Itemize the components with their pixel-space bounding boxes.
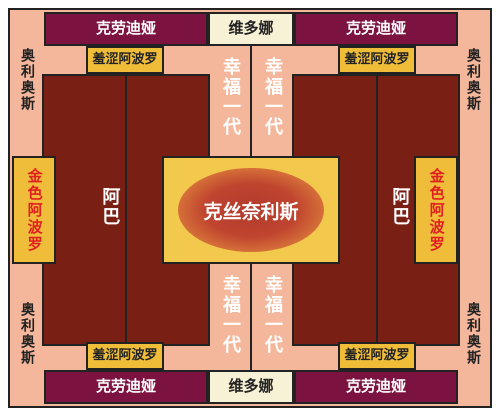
chaise-label: 羞涩阿波罗 [92, 51, 158, 67]
gold-apollo-right: 金色阿波罗 [414, 156, 458, 264]
path-line-center-bottom [250, 264, 252, 370]
claudia-label: 克劳迪娅 [345, 19, 406, 38]
vittoria-bottom: 维多娜 [208, 370, 294, 404]
generation-bottom-right: 幸福一代 [262, 275, 283, 355]
chaise-bottom-right: 羞涩阿波罗 [338, 342, 416, 370]
generation-top-right: 幸福一代 [262, 57, 283, 137]
claudia-bottom-right: 克劳迪娅 [294, 370, 458, 404]
claudia-label: 克劳迪娅 [95, 377, 156, 396]
chaise-label: 羞涩阿波罗 [92, 347, 158, 363]
chaise-bottom-left: 羞涩阿波罗 [86, 342, 164, 370]
generation-top-left: 幸福一代 [220, 57, 241, 137]
chaise-top-left: 羞涩阿波罗 [86, 46, 164, 74]
olis-bottom-right: 奥利奥斯 [465, 302, 481, 366]
claudia-label: 克劳迪娅 [345, 377, 406, 396]
claudia-bottom-left: 克劳迪娅 [44, 370, 208, 404]
olis-top-left: 奥利奥斯 [19, 48, 35, 112]
chaise-label: 羞涩阿波罗 [344, 347, 410, 363]
chaise-label: 羞涩阿波罗 [344, 51, 410, 67]
claudia-label: 克劳迪娅 [95, 19, 156, 38]
claudia-top-left: 克劳迪娅 [44, 12, 208, 46]
center-label: 克丝奈利斯 [203, 200, 299, 223]
vittoria-label: 维多娜 [228, 19, 274, 38]
vittoria-label: 维多娜 [228, 377, 274, 396]
generation-bottom-left: 幸福一代 [220, 275, 241, 355]
olis-top-right: 奥利奥斯 [465, 48, 481, 112]
center-glow [178, 168, 324, 252]
path-line-center-top [250, 46, 252, 156]
olis-bottom-left: 奥利奥斯 [19, 302, 35, 366]
vittoria-top: 维多娜 [208, 12, 294, 46]
abba-label-right: 阿巴 [389, 187, 411, 227]
gold-apollo-left: 金色阿波罗 [12, 156, 56, 264]
claudia-top-right: 克劳迪娅 [294, 12, 458, 46]
path-line-right [376, 46, 378, 370]
path-line-left [125, 46, 127, 370]
abba-label-left: 阿巴 [99, 187, 121, 227]
chaise-top-right: 羞涩阿波罗 [338, 46, 416, 74]
center-bed: 克丝奈利斯 [162, 156, 340, 264]
